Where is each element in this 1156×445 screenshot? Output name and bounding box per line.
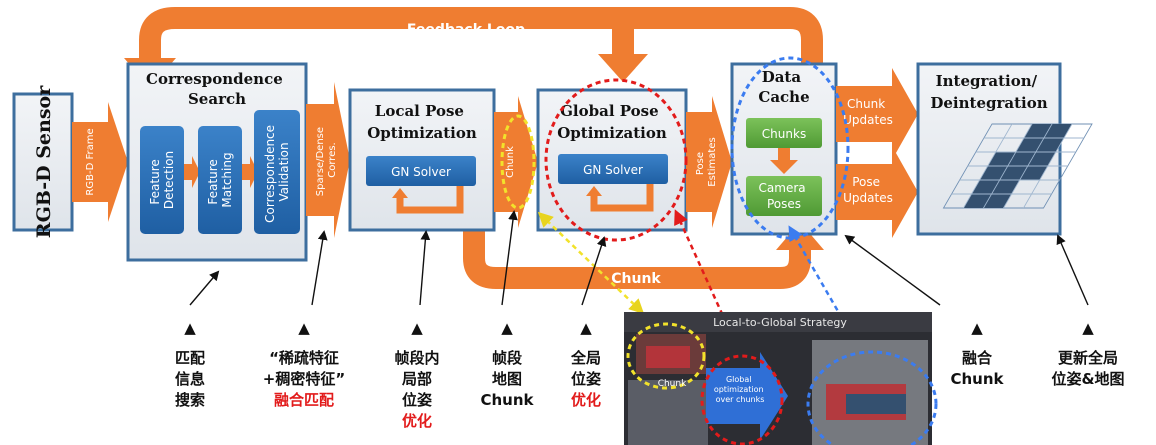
rgbd-sensor-label: RGB-D Sensor [33,85,55,238]
sparse-dense-label: Sparse/Dense Corres. [315,124,338,196]
pose-estimates-arrow [686,96,732,228]
gn-solver-global-label: GN Solver [583,163,643,177]
chunk-yellow-highlight [500,114,536,210]
correspondence-search-title: Correspondence Search [146,70,288,108]
blue-connector [788,225,860,349]
chunk-loop-label: Chunk [611,271,661,287]
integration-title: Integration/ Deintegration [930,72,1047,112]
inset-title: Local-to-Global Strategy [713,316,847,329]
data-cache-title: Data Cache [758,68,809,106]
pose-estimates-label: Pose Estimates [695,137,718,186]
inset-image: Local-to-Global Strategy Chunk Global op… [624,312,938,445]
chunks-label: Chunks [762,127,806,141]
chunks-to-poses-arrow [770,148,798,174]
feature-detection-box [140,126,184,234]
chunk-updates-arrow [836,68,918,160]
chunk-updates-label: Chunk Updates [843,97,893,127]
inset-global-arrow [706,352,788,440]
gn-solver-local-box [366,156,476,186]
local-solver-loop [396,186,464,214]
voxel-grid-icon [942,123,1093,209]
correspondence-validation-box [254,110,300,234]
global-pose-title: Global Pose Optimization [557,102,667,142]
chunk-arrow [494,96,538,228]
yellow-connector [537,211,645,315]
camera-poses-box [746,176,822,216]
feature-matching-label: Feature Matching [206,152,234,207]
sparse-dense-arrow [306,82,350,238]
camera-poses-label: Camera Poses [759,181,810,211]
feature-matching-box [198,126,242,234]
local-pose-title: Local Pose Optimization [367,102,477,142]
rgbd-frame-label: RGB-D Frame [85,128,96,195]
global-solver-loop-head [586,186,602,196]
feature-detection-label: Feature Detection [148,151,176,209]
inset-chunk-label: Chunk [658,379,687,389]
caption-update-global: ▲ 更新全局 位姿&地图 [1051,319,1125,388]
global-solver-loop [590,184,654,212]
caption-global-pose: ▲ 全局 位姿 优化 [570,319,601,409]
gn-solver-global-box [558,154,668,184]
detection-to-matching-arrow [184,156,200,188]
caption-correspondence-search: ▲ 匹配 信息 搜索 [174,319,205,409]
local-solver-loop-head [392,188,408,198]
caption-pointers [189,210,1089,306]
caption-sparse-dense-fusion: ▲ “稀疏特征 +稠密特征” 融合匹配 [262,319,346,409]
gn-solver-local-label: GN Solver [391,165,451,179]
feedback-loop-label: Feedback Loop [407,22,525,38]
chunk-arrow-label: Chunk [505,146,516,178]
pose-updates-label: Pose Updates [843,175,893,205]
inset-arrow-text: Global optimization over chunks [714,375,766,404]
chunks-box [746,118,822,148]
caption-local-pose: ▲ 帧段内 局部 位姿 优化 [394,319,440,430]
caption-chunk-map: ▲ 帧段 地图 Chunk [480,319,534,409]
pose-updates-arrow [836,146,918,238]
correspondence-validation-label: Correspondence Validation [263,121,291,223]
caption-fuse-chunk: ▲ 融合 Chunk [950,319,1004,388]
rgbd-frame-arrow [72,102,128,222]
